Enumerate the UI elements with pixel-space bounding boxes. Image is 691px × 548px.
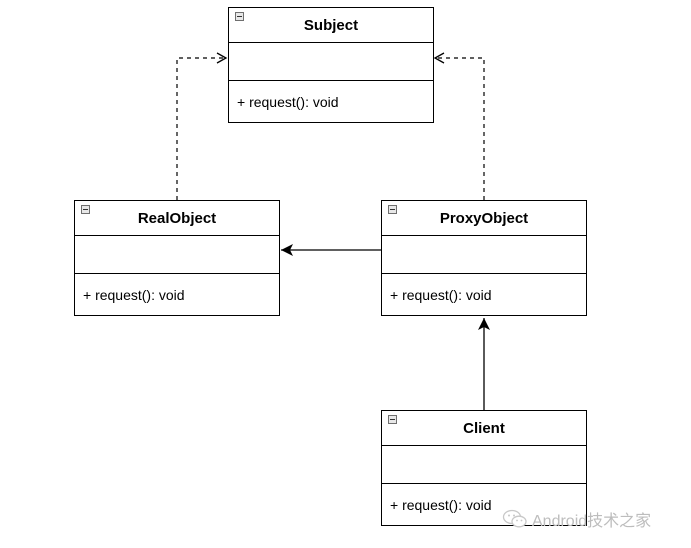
attributes-section <box>382 446 586 484</box>
class-header: Subject <box>229 8 433 43</box>
class-name: Client <box>463 419 505 437</box>
attributes-section <box>75 236 279 274</box>
wechat-icon <box>502 509 527 528</box>
collapse-icon[interactable] <box>388 415 397 424</box>
class-header: ProxyObject <box>382 201 586 236</box>
collapse-icon[interactable] <box>235 12 244 21</box>
class-header: RealObject <box>75 201 279 236</box>
collapse-icon[interactable] <box>81 205 90 214</box>
operations-section: + request(): void <box>382 484 586 526</box>
class-subject[interactable]: Subject + request(): void <box>228 7 434 123</box>
realization-realobject-subject <box>176 52 228 200</box>
operation-text: + request(): void <box>390 287 492 303</box>
operations-section: + request(): void <box>382 274 586 316</box>
class-name: Subject <box>303 16 359 34</box>
operations-section: + request(): void <box>75 274 279 316</box>
class-proxyobject[interactable]: ProxyObject + request(): void <box>381 200 587 316</box>
operation-text: + request(): void <box>83 287 185 303</box>
watermark: Android技术之家 <box>502 507 651 531</box>
operation-text: + request(): void <box>237 94 339 110</box>
class-header: Client <box>382 411 586 446</box>
class-client[interactable]: Client + request(): void <box>381 410 587 526</box>
class-name: RealObject <box>137 209 217 227</box>
watermark-text: Android技术之家 <box>532 513 652 530</box>
operations-section: + request(): void <box>229 81 433 123</box>
collapse-icon[interactable] <box>388 205 397 214</box>
attributes-section <box>229 43 433 81</box>
class-name: ProxyObject <box>439 209 529 227</box>
realization-proxyobject-subject <box>433 52 485 200</box>
attributes-section <box>382 236 586 274</box>
operation-text: + request(): void <box>390 497 492 513</box>
class-realobject[interactable]: RealObject + request(): void <box>74 200 280 316</box>
